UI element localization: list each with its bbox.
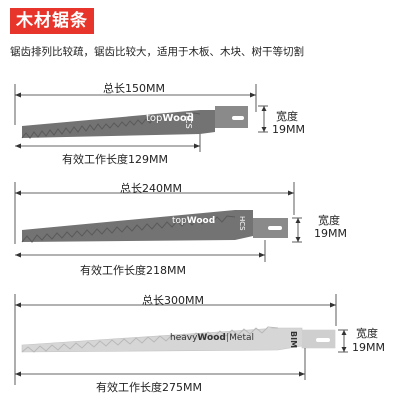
total-length-label: 总长150MM [103,82,165,95]
brand-prefix: top [172,216,187,226]
width-value: 19MM [352,341,385,354]
brand-logo-text: topWood [146,113,194,124]
width-value: 19MM [314,227,347,240]
brand-separator: | [225,333,230,343]
brand-wood: Wood [197,333,226,343]
brand-logo-text: topWood [172,216,215,226]
brand-wood: Wood [186,216,216,226]
width-label: 宽度 [356,327,378,340]
brand-metal: Metal [229,333,254,343]
blade-code: BIM [289,331,298,349]
category-title-badge: 木材锯条 [10,8,94,34]
brand-logo-text: heavyWood|Metal [170,333,254,343]
total-length-label: 总长240MM [120,182,182,195]
effective-length-label: 有效工作长度129MM [62,153,168,166]
blade-description: 锯齿排列比较疏，锯齿比较大，适用于木板、木块、树干等切割 [10,46,304,58]
effective-length-label: 有效工作长度218MM [80,264,186,277]
width-value: 19MM [272,123,305,136]
width-label: 宽度 [318,214,340,227]
brand-wood: Wood [162,113,194,124]
brand-prefix: heavy [170,333,198,343]
total-length-label: 总长300MM [142,294,204,307]
width-label: 宽度 [276,110,298,123]
brand-prefix: top [146,113,163,124]
effective-length-label: 有效工作长度275MM [96,381,202,394]
